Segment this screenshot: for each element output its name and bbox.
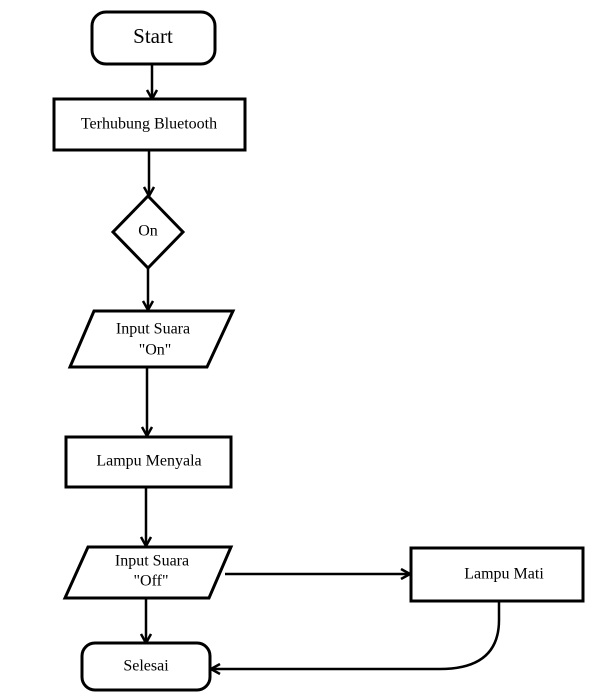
input-off-node: Input Suara "Off" — [62, 545, 234, 600]
lamp-on-node: Lampu Menyala — [64, 435, 233, 489]
input-on-label-line1: Input Suara — [116, 321, 190, 338]
input-off-shape — [62, 545, 234, 600]
input-on-shape — [67, 309, 236, 369]
start-node: Start — [90, 10, 217, 66]
on-decision-shape — [110, 193, 186, 271]
lamp-off-node: Lampu Mati — [409, 546, 585, 603]
end-terminal-shape — [80, 641, 212, 692]
lamp-on-process-shape — [64, 435, 233, 489]
connect-node: Terhubung Bluetooth — [52, 97, 247, 152]
lamp-on-label: Lampu Menyala — [96, 453, 201, 470]
end-label: Selesai — [123, 658, 169, 675]
connect-process-shape — [52, 97, 247, 152]
lamp-off-label: Lampu Mati — [464, 566, 544, 583]
edge-lamp-off-to-end — [211, 601, 501, 669]
input-off-label-line2: "Off" — [134, 573, 169, 590]
start-terminal-shape — [90, 10, 217, 66]
edges — [146, 64, 501, 669]
input-on-node: Input Suara "On" — [67, 309, 236, 369]
connect-label: Terhubung Bluetooth — [81, 116, 217, 133]
input-on-label-line2: "On" — [139, 342, 172, 359]
on-decision-label: On — [138, 223, 158, 240]
end-node: Selesai — [80, 641, 212, 692]
lamp-off-process-shape — [409, 546, 585, 603]
input-off-label-line1: Input Suara — [115, 553, 189, 570]
start-label: Start — [133, 24, 173, 48]
on-decision-node: On — [110, 193, 186, 271]
